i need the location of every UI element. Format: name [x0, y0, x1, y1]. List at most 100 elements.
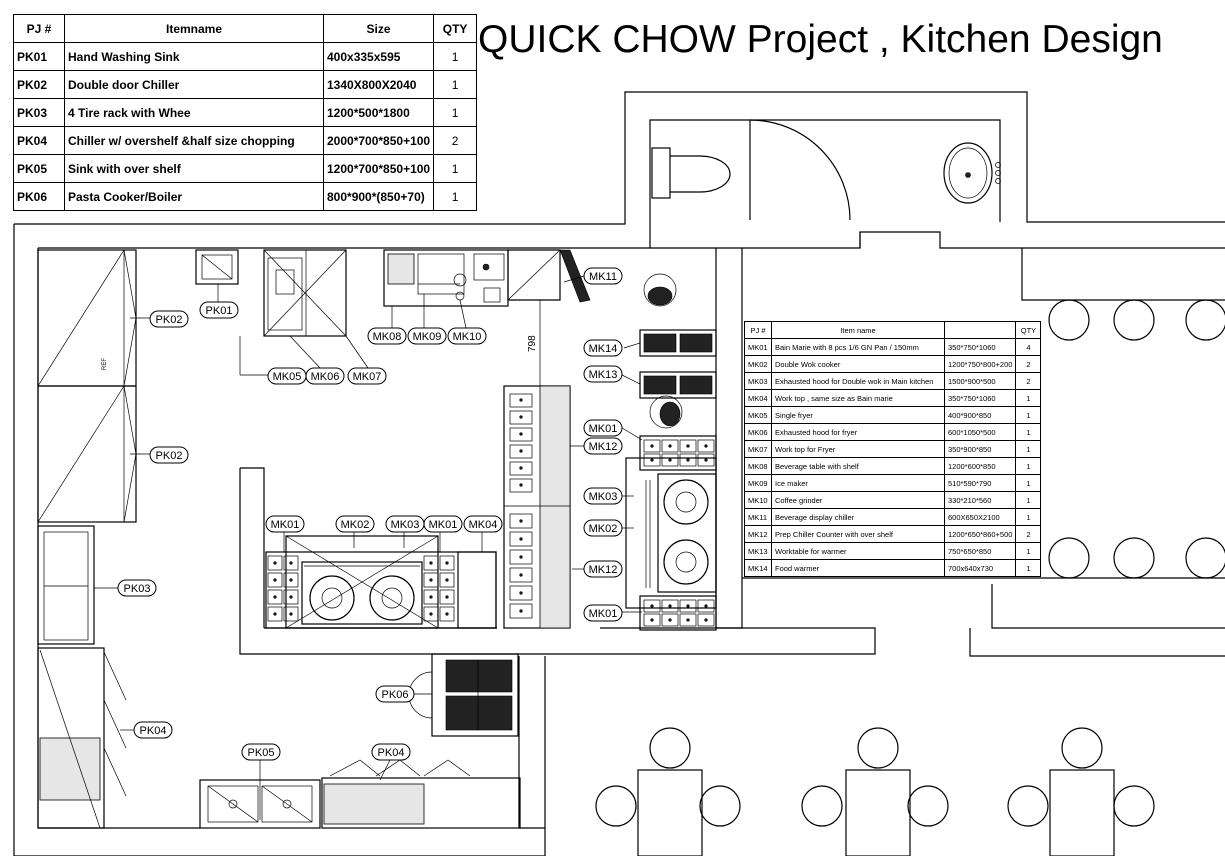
- cell-size: 400*900*850: [943, 406, 1017, 424]
- pk04-chiller-left: [37, 647, 127, 829]
- cell-qty: 1: [1015, 406, 1042, 424]
- callout-mk01-main-left: MK01: [265, 515, 305, 533]
- callout-pk02-top: PK02: [149, 310, 189, 328]
- callout-mk12-bottom: MK12: [583, 560, 623, 578]
- pk02-chillers: REF: [37, 249, 137, 523]
- cell-id: PK03: [13, 98, 65, 127]
- cell-size: 600*1050*500: [943, 423, 1017, 441]
- callout-mk05: MK05: [267, 367, 307, 385]
- dining-area: [595, 299, 1225, 856]
- cell-id: MK14: [744, 559, 772, 577]
- page-title: QUICK CHOW Project , Kitchen Design: [478, 18, 1163, 61]
- pk03-rack: [37, 525, 95, 645]
- cell-size: 750*650*850: [943, 542, 1017, 560]
- cell-qty: 1: [433, 42, 478, 71]
- cell-size: 510*590*790: [943, 474, 1017, 492]
- svg-text:MK10: MK10: [453, 331, 482, 343]
- callout-pk06: PK06: [375, 685, 415, 703]
- cell-size: 1500*900*500: [943, 372, 1017, 390]
- callout-mk14: MK14: [583, 339, 623, 357]
- cell-name: Work top , same size as Bain marie: [771, 389, 945, 407]
- callout-mk12-top: MK12: [583, 437, 623, 455]
- cell-id: MK11: [744, 508, 772, 526]
- callout-mk08: MK08: [367, 327, 407, 345]
- chef-figures: [643, 273, 683, 429]
- cell-id: MK10: [744, 491, 772, 509]
- cell-name: Coffee grinder: [771, 491, 945, 509]
- col-header: Item name: [771, 321, 945, 339]
- callout-mk06: MK06: [305, 367, 345, 385]
- callout-mk01-right-top: MK01: [583, 419, 623, 437]
- cell-size: 1200*700*850+100: [322, 154, 435, 183]
- cell-size: 350*750*1060: [943, 389, 1017, 407]
- callout-mk03-main: MK03: [385, 515, 425, 533]
- ref-text: REF: [102, 358, 108, 370]
- cell-qty: 1: [1015, 542, 1042, 560]
- cell-size: 400x335x595: [322, 42, 435, 71]
- cell-qty: 1: [433, 154, 478, 183]
- cell-qty: 1: [1015, 491, 1042, 509]
- cell-qty: 1: [1015, 474, 1042, 492]
- svg-text:PK02: PK02: [156, 450, 183, 462]
- cell-size: 350*750*1060: [943, 338, 1017, 356]
- cell-id: MK13: [744, 542, 772, 560]
- callout-mk01-main-right: MK01: [423, 515, 463, 533]
- col-header: PJ #: [744, 321, 772, 339]
- table-header-row: PJ # Item name QTY: [744, 321, 1042, 339]
- svg-text:MK12: MK12: [589, 564, 618, 576]
- svg-text:PK06: PK06: [382, 689, 409, 701]
- callout-mk03-right: MK03: [583, 487, 623, 505]
- cell-name: Prep Chiller Counter with over shelf: [771, 525, 945, 543]
- pk06-pasta-cooker: [408, 653, 519, 737]
- cell-qty: 2: [1015, 525, 1042, 543]
- cell-id: MK07: [744, 440, 772, 458]
- cell-qty: 4: [1015, 338, 1042, 356]
- cell-id: PK04: [13, 126, 65, 155]
- callout-mk11: MK11: [583, 267, 623, 285]
- cell-size: 330*210*560: [943, 491, 1017, 509]
- svg-text:MK08: MK08: [373, 331, 402, 343]
- col-header: Size: [322, 14, 435, 43]
- cell-id: MK03: [744, 372, 772, 390]
- cell-qty: 1: [433, 182, 478, 211]
- cell-name: 4 Tire rack with Whee: [64, 98, 324, 127]
- cell-id: MK12: [744, 525, 772, 543]
- svg-text:MK11: MK11: [589, 271, 617, 283]
- svg-text:MK07: MK07: [353, 371, 382, 383]
- cell-name: Double Wok cooker: [771, 355, 945, 373]
- svg-text:MK03: MK03: [391, 519, 420, 531]
- cell-size: 1340X800X2040: [322, 70, 435, 99]
- cell-qty: 1: [1015, 423, 1042, 441]
- cell-name: Worktable for warmer: [771, 542, 945, 560]
- cell-name: Bain Marie with 8 pcs 1/6 GN Pan / 150mm: [771, 338, 945, 356]
- svg-text:MK01: MK01: [589, 608, 618, 620]
- cell-size: 800*900*(850+70): [322, 182, 435, 211]
- callout-mk01-right-bottom: MK01: [583, 604, 623, 622]
- cell-qty: 1: [1015, 457, 1042, 475]
- col-header: QTY: [1015, 321, 1042, 339]
- dimension-text: 798: [527, 335, 538, 352]
- restroom: [651, 119, 1001, 221]
- cell-qty: 1: [1015, 559, 1042, 577]
- cell-id: MK04: [744, 389, 772, 407]
- cell-qty: 1: [433, 98, 478, 127]
- svg-text:MK12: MK12: [589, 441, 618, 453]
- callout-mk09: MK09: [407, 327, 447, 345]
- svg-text:MK04: MK04: [469, 519, 498, 531]
- pk04-chiller-bottom: [321, 759, 521, 829]
- callout-pk05: PK05: [241, 743, 281, 761]
- callout-pk01: PK01: [199, 301, 239, 319]
- cell-qty: 1: [1015, 389, 1042, 407]
- callout-mk02-right: MK02: [583, 519, 623, 537]
- svg-text:PK04: PK04: [378, 747, 405, 759]
- fryer-area: [263, 249, 347, 337]
